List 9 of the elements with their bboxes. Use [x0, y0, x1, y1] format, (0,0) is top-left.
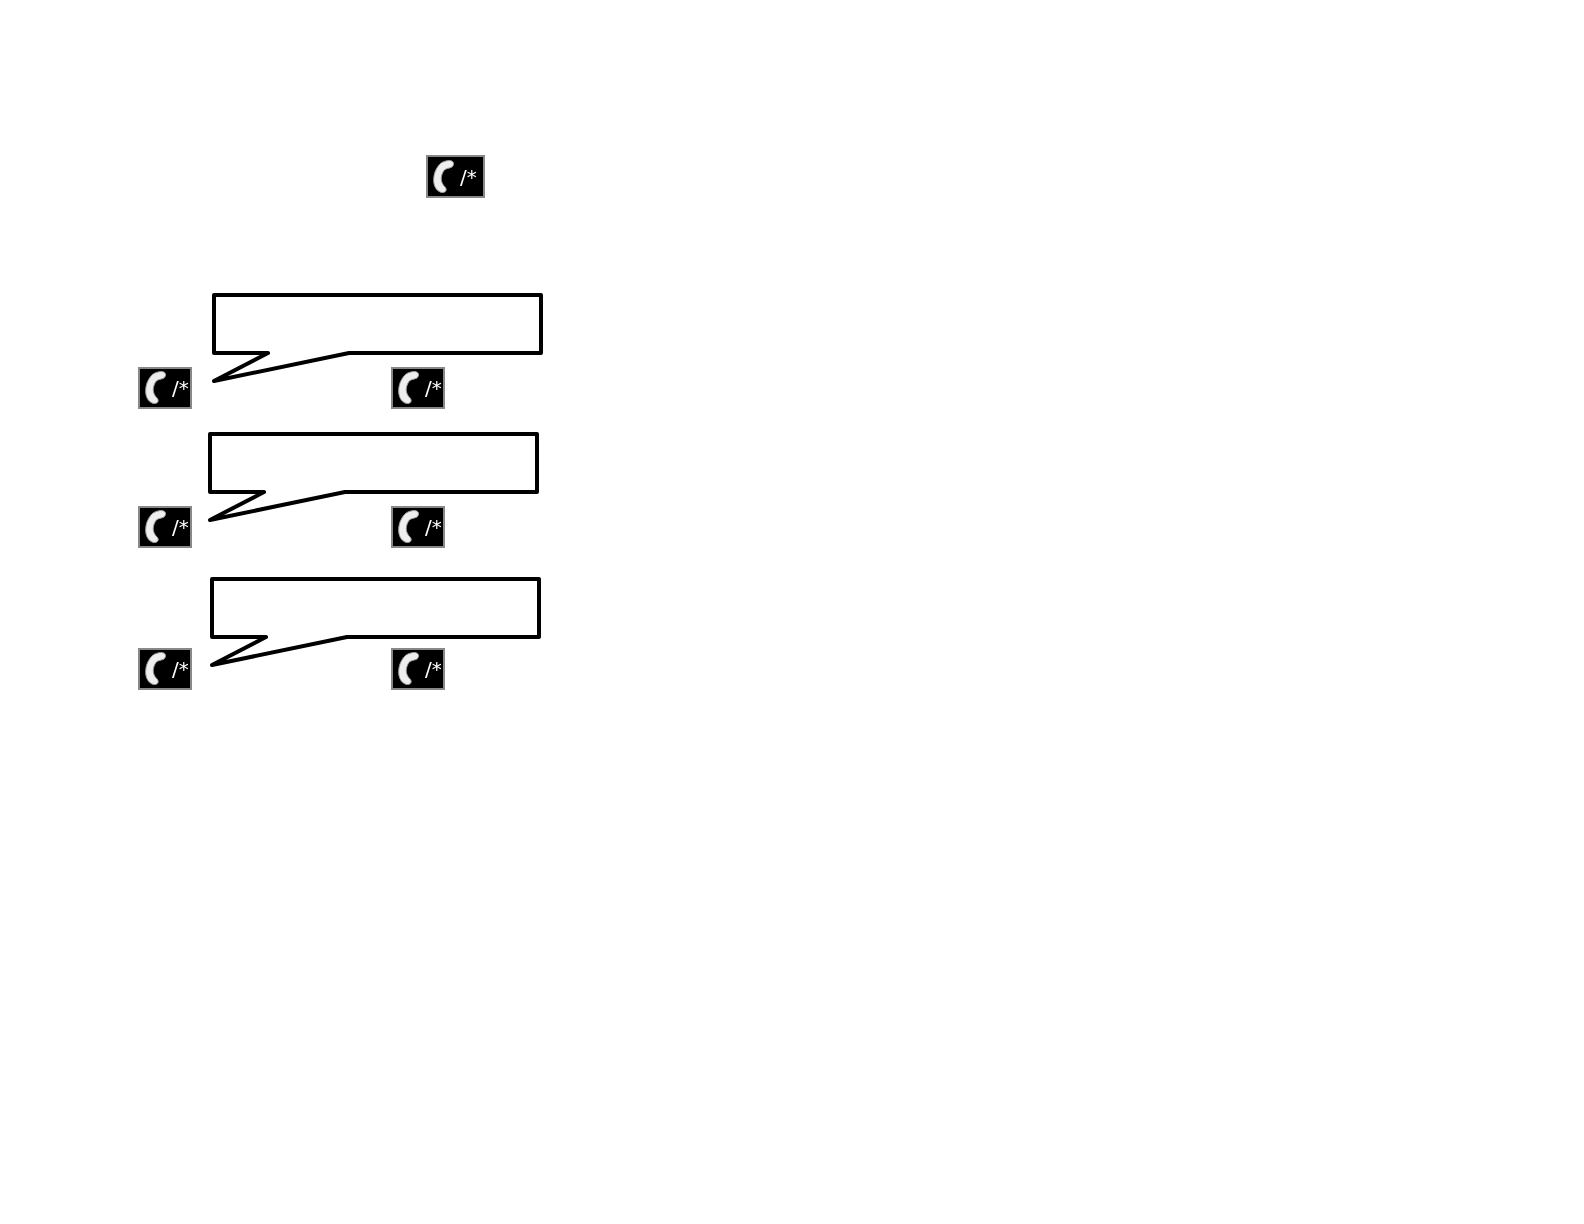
phone-key: /*: [391, 367, 445, 409]
speech-bubble: [212, 293, 543, 383]
phone-key: /*: [138, 506, 192, 548]
phone-key: /*: [426, 155, 485, 198]
phone-key: /*: [138, 367, 192, 409]
phone-key: /*: [391, 648, 445, 690]
phone-key: /*: [138, 648, 192, 690]
phone-key: /*: [391, 506, 445, 548]
speech-bubble: [208, 432, 539, 522]
